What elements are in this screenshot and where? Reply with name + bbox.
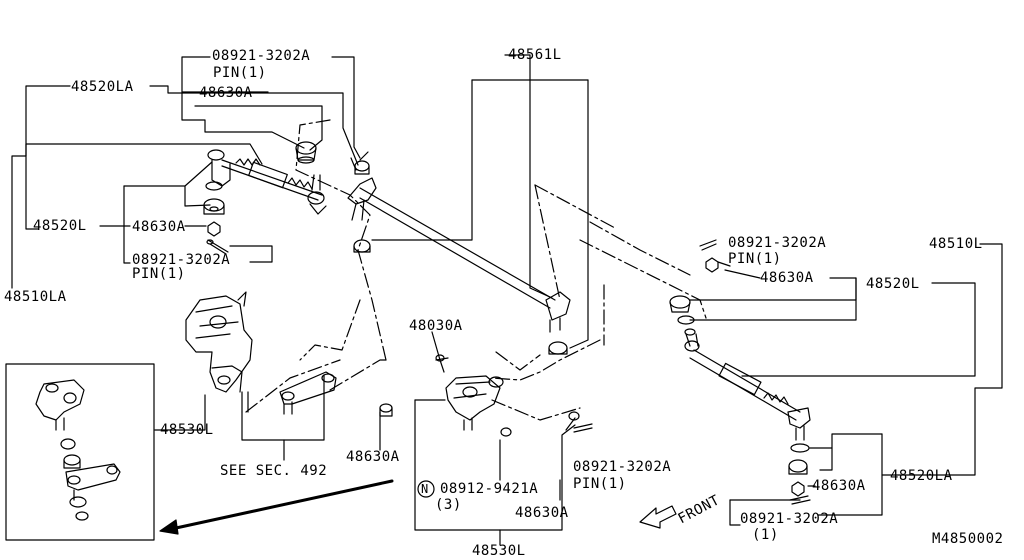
label-48510L: 48510L: [929, 236, 983, 252]
label-08921-3202A-top: 08921-3202A: [212, 48, 311, 64]
label-48530L-left: 48530L: [160, 422, 214, 438]
center-link: [347, 151, 571, 355]
nut-left: [203, 198, 229, 255]
label-48630A-bottom: 48630A: [515, 505, 569, 521]
inset-arrow: [159, 479, 394, 535]
label-48520L-left: 48520L: [33, 218, 87, 234]
label-pin1-left: PIN(1): [132, 266, 186, 282]
label-08921-3202A-bottom-right: 08921-3202A: [740, 511, 839, 527]
front-arrow-icon: [639, 505, 677, 529]
label-48030A: 48030A: [409, 318, 463, 334]
phantom-lines: [245, 119, 707, 421]
pitman-arm: [279, 371, 393, 417]
label-08921-3202A-right: 08921-3202A: [728, 235, 827, 251]
label-48630A-top: 48630A: [199, 85, 253, 101]
castle-nut-top: [295, 141, 317, 164]
label-see-sec-492: SEE SEC. 492: [220, 463, 328, 479]
inset-box: [5, 363, 155, 541]
label-48561L: 48561L: [508, 47, 562, 63]
label-pin1-mid: PIN(1): [573, 476, 627, 492]
label-08912-9421A: 08912-9421A: [440, 481, 539, 497]
leader-lines: [11, 54, 1003, 546]
label-48530L-bottom: 48530L: [472, 543, 526, 559]
n-circle-icon: [417, 480, 435, 498]
label-pin1-right: PIN(1): [728, 251, 782, 267]
idler-arm: [435, 354, 593, 437]
gear-box: [185, 291, 253, 413]
label-n: N: [421, 482, 429, 496]
label-08921-3202A-left: 08921-3202A: [132, 252, 231, 268]
diagram-code: M4850002: [932, 531, 1004, 547]
label-08921-3202A-mid: 08921-3202A: [573, 459, 672, 475]
label-qty-1: (1): [752, 527, 779, 543]
tie-rod-left: [207, 149, 327, 215]
washer-upper-left: [205, 181, 223, 191]
right-nut-washer: [669, 239, 719, 325]
label-48520LA-top: 48520LA: [71, 79, 134, 95]
label-qty-3: (3): [435, 497, 462, 513]
label-48630A-mid: 48630A: [346, 449, 400, 465]
label-48520L-right: 48520L: [866, 276, 920, 292]
label-48520LA-right: 48520LA: [890, 468, 953, 484]
label-48510LA: 48510LA: [4, 289, 67, 305]
label-48630A-right: 48630A: [760, 270, 814, 286]
label-48630A-right-low: 48630A: [812, 478, 866, 494]
label-pin1-top: PIN(1): [213, 65, 267, 81]
tie-rod-right: [684, 328, 811, 505]
label-48630A-left: 48630A: [132, 219, 186, 235]
